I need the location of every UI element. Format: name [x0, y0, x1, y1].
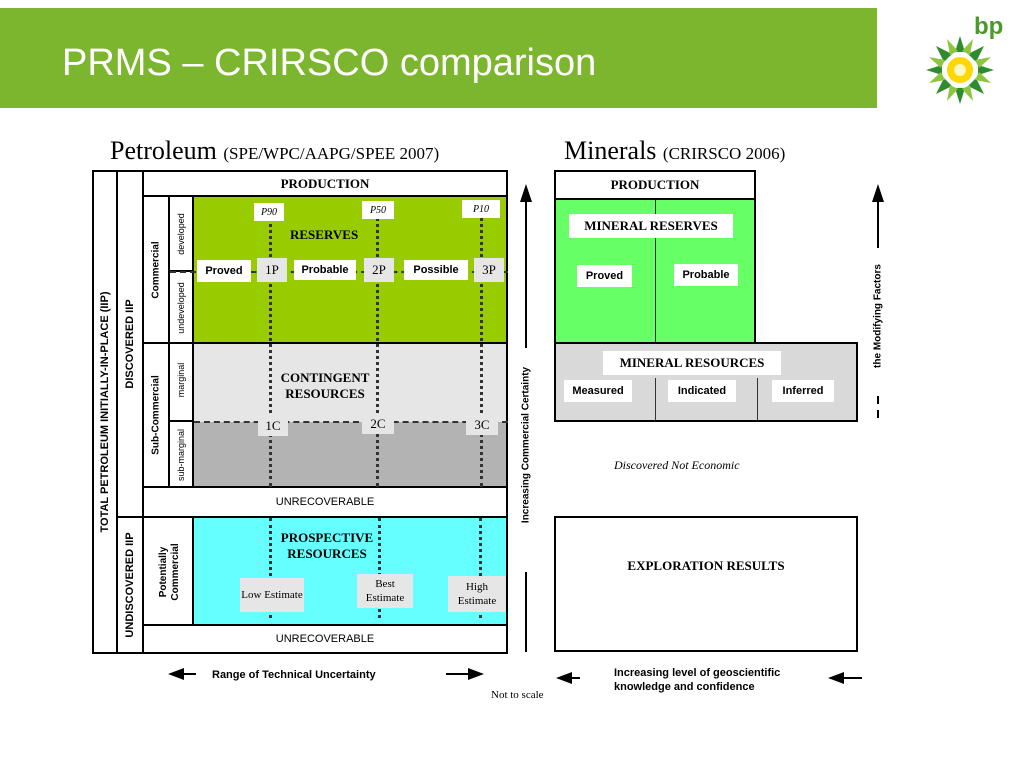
p10-label: P10 — [462, 200, 500, 218]
best-estimate-label: Best Estimate — [357, 574, 413, 608]
p50-label: P50 — [362, 201, 394, 219]
mineral-probable-label: Probable — [674, 264, 738, 286]
prospective-resources-label: PROSPECTIVE RESOURCES — [280, 530, 374, 561]
exploration-results-label: EXPLORATION RESULTS — [627, 558, 785, 573]
undeveloped-label: undeveloped — [176, 282, 186, 334]
undiscovered-iip-label: UNDISCOVERED IIP — [124, 532, 136, 638]
resources-divider-2 — [757, 378, 758, 420]
increasing-knowledge-label: Increasing level of geoscientific knowle… — [614, 667, 781, 693]
mineral-reserves-label: MINERAL RESERVES — [569, 214, 733, 238]
exploration-results-box — [554, 516, 858, 652]
p50-line — [376, 205, 379, 487]
low-estimate-label: Low Estimate — [240, 578, 304, 612]
total-iip-label: TOTAL PETROLEUM INITIALLY-IN-PLACE (IIP) — [99, 291, 111, 533]
discovered-iip-label: DISCOVERED IIP — [124, 299, 136, 389]
reserves-label: RESERVES — [290, 227, 359, 242]
probable-label: Probable — [294, 260, 356, 280]
three-c-label: 3C — [466, 415, 498, 435]
one-c-label: 1C — [258, 416, 288, 436]
title-banner — [0, 8, 877, 108]
developed-label: developed — [176, 213, 186, 255]
discovered-not-economic-label: Discovered Not Economic — [614, 458, 740, 472]
range-uncertainty-label: Range of Technical Uncertainty — [212, 669, 376, 681]
mineral-resources-label: MINERAL RESOURCES — [603, 351, 781, 375]
commercial-label: Commercial — [150, 241, 162, 299]
mineral-reserves-divider — [655, 200, 656, 342]
bp-logo-text: bp — [974, 13, 1003, 40]
high-line — [479, 518, 482, 618]
minerals-production: PRODUCTION — [554, 170, 756, 200]
potentially-commercial-label: Potentially Commercial — [158, 543, 181, 601]
minerals-heading: Minerals (CRIRSCO 2006) — [564, 136, 786, 165]
p90-label: P90 — [254, 203, 284, 221]
not-to-scale-label: Not to scale — [491, 689, 544, 701]
possible-label: Possible — [404, 260, 468, 280]
resources-divider-1 — [655, 378, 656, 420]
contingent-sub-marginal-area — [194, 422, 506, 486]
knowledge-arrows — [556, 672, 862, 684]
unrecoverable-discovered: UNRECOVERABLE — [142, 486, 508, 518]
slide-title: PRMS – CRIRSCO comparison — [62, 42, 597, 84]
low-line — [269, 518, 272, 618]
inferred-label: Inferred — [772, 380, 834, 402]
uncertainty-arrows — [168, 668, 484, 680]
contingent-resources-label: CONTINGENT RESOURCES — [280, 370, 370, 401]
high-estimate-label: High Estimate — [448, 576, 506, 612]
sub-commercial-label: Sub-Commercial — [150, 375, 162, 455]
measured-label: Measured — [564, 380, 632, 402]
increasing-certainty-label: Increasing Commercial Certainty — [520, 366, 532, 524]
proved-label: Proved — [197, 260, 251, 282]
marginal-divider — [194, 421, 508, 423]
bp-helios-sunflower-icon: bp — [926, 13, 1003, 104]
certainty-arrow — [520, 184, 532, 652]
mineral-proved-label: Proved — [577, 265, 632, 287]
indicated-label: Indicated — [668, 380, 736, 402]
petroleum-production: PRODUCTION — [142, 170, 508, 197]
two-c-label: 2C — [362, 414, 394, 434]
three-p-label: 3P — [474, 258, 504, 282]
best-line — [378, 518, 381, 618]
unrecoverable-undiscovered: UNRECOVERABLE — [142, 624, 508, 654]
one-p-label: 1P — [257, 258, 287, 282]
two-p-label: 2P — [364, 258, 394, 282]
marginal-label: marginal — [176, 362, 186, 398]
p10-line — [480, 205, 483, 487]
modifying-factors-arrow — [872, 184, 884, 422]
modifying-factors-label: the Modifying Factors — [872, 264, 884, 368]
sub-marginal-label: sub-marginal — [176, 428, 186, 482]
petroleum-heading: Petroleum (SPE/WPC/AAPG/SPEE 2007) — [110, 136, 440, 165]
p90-line — [269, 205, 272, 487]
